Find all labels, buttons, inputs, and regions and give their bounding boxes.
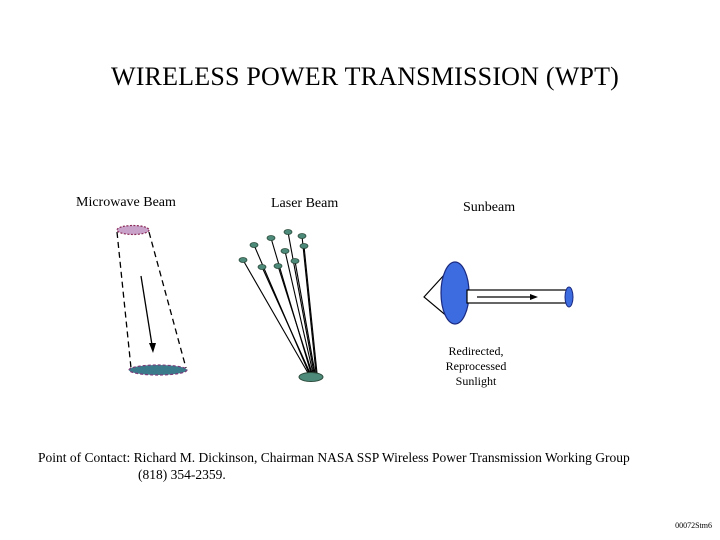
laser-emitter — [280, 248, 290, 254]
microwave-arrowhead — [149, 343, 156, 353]
sunbeam-illustration — [423, 261, 574, 325]
laser-emitter — [266, 235, 276, 241]
microwave-receiver — [128, 364, 188, 376]
laser-ray — [284, 250, 314, 374]
laser-ray — [242, 259, 309, 374]
beam-edge-left — [116, 231, 132, 369]
laser-ray — [303, 245, 318, 374]
caption-line: Sunlight — [455, 374, 497, 388]
laser-ray — [261, 266, 311, 374]
sunbeam-label: Sunbeam — [463, 200, 516, 215]
laser-ray — [277, 265, 313, 374]
microwave-arrow — [140, 275, 153, 346]
laser-emitter — [249, 242, 259, 248]
contact-phone: (818) 354-2359. — [138, 467, 226, 482]
beam-edge-right — [148, 231, 187, 369]
contact-line: Point of Contact: Richard M. Dickinson, … — [38, 450, 630, 465]
laser-ray — [301, 235, 317, 374]
laser-emitter — [273, 263, 283, 269]
microwave-beam-label: Microwave Beam — [76, 195, 176, 210]
sunbeam-caption: Redirected, Reprocessed Sunlight — [436, 344, 516, 389]
laser-ray — [294, 260, 316, 374]
caption-line: Redirected, — [448, 344, 504, 358]
laser-emitter — [297, 233, 307, 239]
slide-code: 00072Stm6 — [675, 521, 712, 530]
microwave-transmitter — [116, 224, 150, 236]
laser-emitter — [257, 264, 267, 270]
laser-emitter — [238, 257, 248, 263]
microwave-beam-illustration — [116, 224, 188, 376]
caption-line: Reprocessed — [445, 359, 507, 373]
sunlight-arrowhead — [530, 294, 538, 300]
slide-title: WIRELESS POWER TRANSMISSION (WPT) — [110, 62, 620, 91]
laser-emitter — [290, 258, 300, 264]
laser-beam-label: Laser Beam — [271, 196, 339, 211]
point-of-contact: Point of Contact: Richard M. Dickinson, … — [38, 449, 630, 483]
laser-emitter — [299, 243, 309, 249]
laser-emitter — [283, 229, 293, 235]
collector-lens — [440, 261, 470, 325]
laser-ray — [287, 231, 315, 374]
sunlight-receiver — [564, 286, 574, 308]
laser-beam-illustration — [238, 229, 324, 382]
laser-receiver — [298, 372, 324, 382]
